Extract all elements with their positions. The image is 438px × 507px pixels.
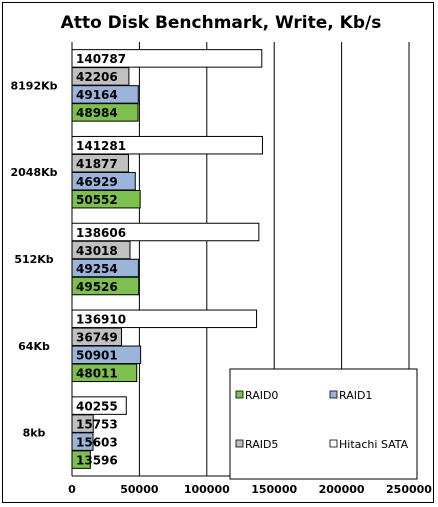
data-label-hitachi-sata-8kb: 40255	[76, 399, 118, 413]
x-tick-label-100000: 100000	[184, 483, 230, 496]
data-label-raid0-8kb: 13596	[76, 453, 118, 467]
bar-raid0-64kb	[71, 363, 138, 383]
x-tick-label-50000: 50000	[120, 483, 159, 496]
legend-label-raid1: RAID1	[339, 389, 372, 402]
legend-swatch-raid5	[235, 439, 244, 448]
data-label-raid1-2048kb: 46929	[76, 175, 118, 189]
bars: 140787 42206 49164 48984 141281 41877 46929 505…	[71, 49, 263, 469]
data-label-raid0-8192kb: 48984	[76, 106, 118, 120]
data-label-raid5-8kb: 15753	[76, 417, 118, 431]
bar-raid0-8192kb	[71, 103, 139, 122]
data-label-raid1-8kb: 15603	[76, 435, 118, 449]
bar-chart: Atto Disk Benchmark, Write, Kb/s 140787 4…	[10, 13, 432, 496]
chart-frame: Atto Disk Benchmark, Write, Kb/s 140787 4…	[2, 2, 434, 503]
bar-hitachi-sata-8kb	[71, 396, 127, 415]
category-label-8kb: 8kb	[23, 427, 46, 440]
data-label-hitachi-sata-8192kb: 140787	[76, 52, 126, 66]
legend-box	[229, 368, 418, 480]
data-label-raid5-512kb: 43018	[76, 244, 118, 258]
legend-swatch-raid0	[235, 390, 244, 399]
category-label-8192kb: 8192Kb	[10, 79, 57, 92]
bar-raid0-8kb	[71, 450, 91, 469]
category-label-2048kb: 2048Kb	[10, 166, 57, 179]
x-tick-label-250000: 250000	[386, 483, 432, 496]
legend-label-hitachi-sata: Hitachi SATA	[339, 438, 409, 451]
data-label-raid5-64kb: 36749	[76, 331, 118, 345]
bar-hitachi-sata-64kb	[71, 309, 258, 329]
data-label-raid5-8192kb: 42206	[76, 70, 118, 84]
data-label-raid0-2048kb: 50552	[76, 193, 118, 207]
bar-hitachi-sata-2048kb	[71, 135, 263, 155]
legend-swatch-hitachi-sata	[329, 439, 338, 448]
data-label-hitachi-sata-64kb: 136910	[76, 313, 126, 327]
category-label-512kb: 512Kb	[14, 253, 53, 266]
data-label-raid1-8192kb: 49164	[76, 88, 118, 102]
chart-title: Atto Disk Benchmark, Write, Kb/s	[61, 13, 382, 33]
data-label-raid1-64kb: 50901	[76, 349, 118, 363]
data-label-hitachi-sata-512kb: 138606	[76, 226, 126, 240]
legend-label-raid5: RAID5	[245, 438, 278, 451]
bar-raid0-2048kb	[71, 189, 141, 209]
legend-label-raid0: RAID0	[245, 389, 278, 402]
category-label-64kb: 64Kb	[18, 340, 50, 353]
legend: RAID0 RAID1 RAID5 Hitachi SATA	[229, 368, 418, 480]
legend-swatch-raid1	[329, 390, 338, 399]
data-label-raid0-512kb: 49526	[76, 280, 118, 294]
bar-hitachi-sata-8192kb	[71, 49, 263, 68]
x-tick-labels: 0 50000 100000 150000 200000 250000	[68, 483, 432, 496]
bar-hitachi-sata-512kb	[71, 222, 260, 242]
data-label-raid0-64kb: 48011	[76, 367, 118, 381]
x-tick-label-200000: 200000	[319, 483, 365, 496]
data-label-hitachi-sata-2048kb: 141281	[76, 139, 126, 153]
data-label-raid5-2048kb: 41877	[76, 157, 118, 171]
x-tick-label-150000: 150000	[251, 483, 297, 496]
data-label-raid1-512kb: 49254	[76, 262, 118, 276]
x-tick-label-0: 0	[68, 483, 76, 496]
category-labels: 8192Kb 2048Kb 512Kb 64Kb 8kb	[10, 79, 57, 439]
gridlines	[71, 42, 410, 477]
bar-raid0-512kb	[71, 276, 140, 296]
